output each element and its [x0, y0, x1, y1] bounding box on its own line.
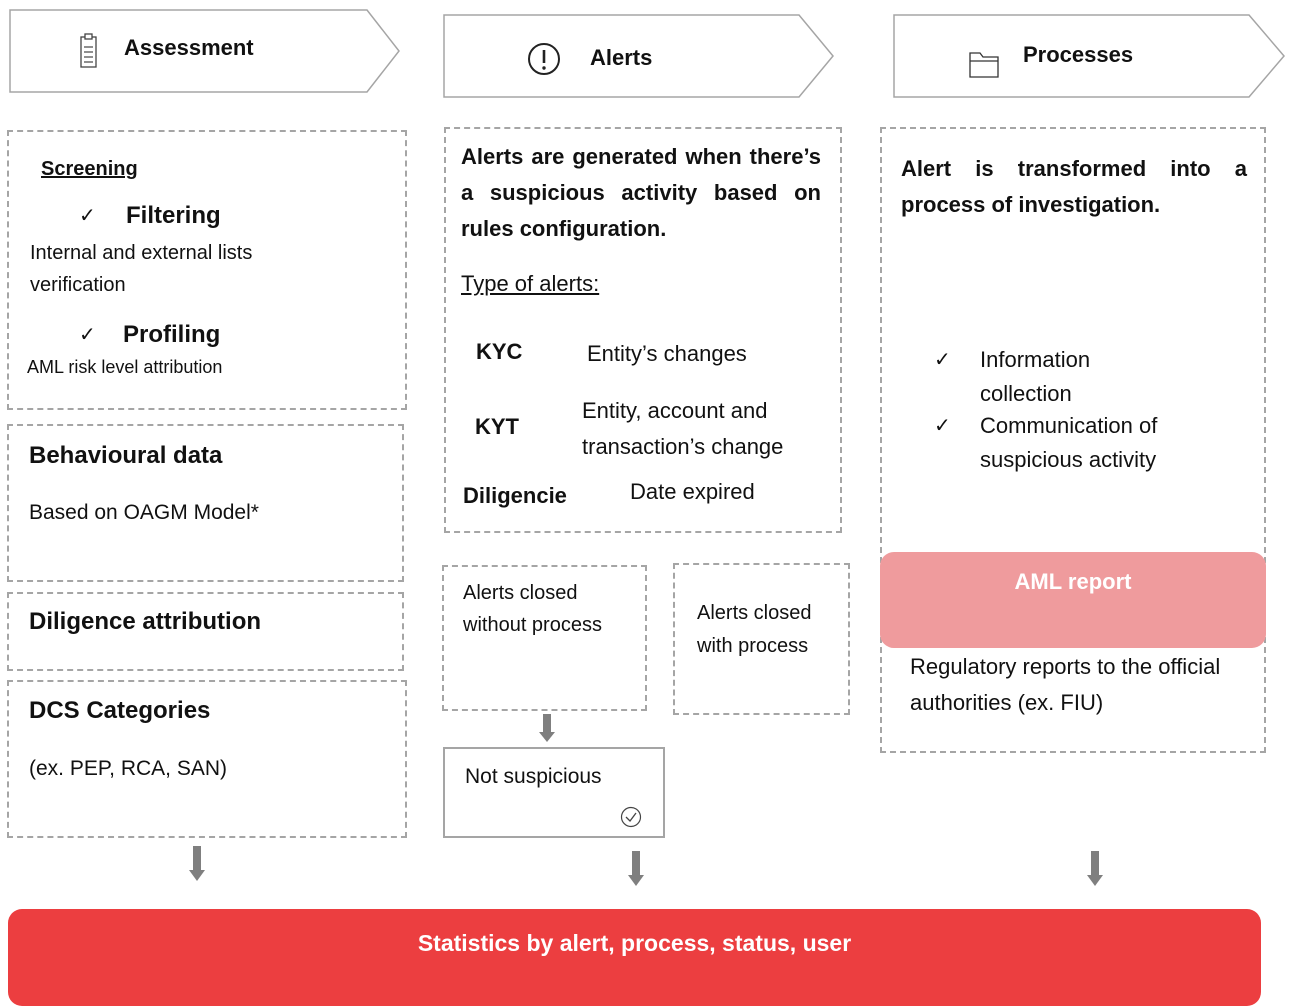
filtering-desc: Internal and external lists verification — [30, 242, 253, 296]
dcs-desc: (ex. PEP, RCA, SAN) — [29, 757, 228, 780]
check-icon: ✓ — [934, 349, 951, 371]
check-circle-icon — [620, 806, 642, 833]
alert-type-code: Diligencie — [463, 483, 567, 508]
dcs-box: DCS Categories (ex. PEP, RCA, SAN) — [7, 680, 407, 838]
alerts-header: Alerts — [443, 14, 836, 99]
not-suspicious-label: Not suspicious — [465, 765, 602, 788]
behavioural-desc: Based on OAGM Model* — [29, 501, 259, 524]
alert-type-code: KYC — [476, 339, 523, 364]
processes-box: Alert is transformed into a process of i… — [880, 127, 1266, 753]
down-arrow-icon — [628, 851, 644, 887]
assessment-header: Assessment — [9, 9, 401, 94]
alerts-intro: Alerts are generated when there’s a susp… — [461, 144, 821, 241]
closed-without-box: Alerts closed without process — [442, 565, 647, 711]
dcs-title: DCS Categories — [29, 697, 211, 724]
assessment-header-label: Assessment — [124, 35, 254, 60]
closed-without-label: Alerts closed without process — [463, 582, 602, 636]
filtering-title: Filtering — [126, 202, 221, 229]
down-arrow-icon — [539, 714, 555, 750]
closed-with-label: Alerts closed with process — [697, 602, 812, 657]
statistics-label: Statistics by alert, process, status, us… — [417, 930, 852, 956]
check-icon: ✓ — [934, 415, 951, 437]
regulatory-desc: Regulatory reports to the official autho… — [910, 654, 1221, 715]
statistics-bar: Statistics by alert, process, status, us… — [8, 909, 1261, 1006]
alert-type-code: KYT — [475, 414, 519, 439]
alert-type-desc: Date expired — [630, 479, 755, 504]
closed-with-box: Alerts closed with process — [673, 563, 850, 715]
behavioural-title: Behavioural data — [29, 442, 223, 469]
chevron-shape — [9, 9, 400, 93]
profiling-title: Profiling — [123, 321, 221, 348]
screening-box: Screening ✓ Filtering Internal and exter… — [7, 130, 407, 410]
diligence-box: Diligence attribution — [7, 592, 404, 671]
chevron-shape — [443, 14, 834, 98]
screening-title: Screening — [41, 158, 138, 180]
processes-intro: Alert is transformed into a process of i… — [901, 156, 1247, 217]
down-arrow-icon — [1087, 851, 1103, 887]
alert-type-desc: Entity, account and transaction’s change — [582, 398, 784, 459]
check-icon: ✓ — [79, 324, 96, 346]
aml-report-box: AML report — [880, 552, 1266, 648]
processes-header: Processes — [893, 14, 1287, 99]
alert-type-desc: Entity’s changes — [587, 341, 747, 366]
diligence-title: Diligence attribution — [29, 608, 262, 635]
profiling-desc: AML risk level attribution — [27, 357, 223, 377]
down-arrow-icon — [189, 846, 205, 882]
alerts-type-label: Type of alerts: — [461, 271, 600, 296]
check-icon: ✓ — [79, 205, 96, 227]
alerts-header-label: Alerts — [590, 45, 653, 70]
alerts-info-box: Alerts are generated when there’s a susp… — [444, 127, 842, 533]
behavioural-box: Behavioural data Based on OAGM Model* — [7, 424, 404, 582]
process-item: Information collection — [980, 347, 1091, 406]
aml-report-label: AML report — [1014, 569, 1132, 594]
not-suspicious-box: Not suspicious — [443, 747, 665, 838]
processes-header-label: Processes — [1023, 42, 1134, 67]
process-item: Communication of suspicious activity — [980, 413, 1158, 472]
